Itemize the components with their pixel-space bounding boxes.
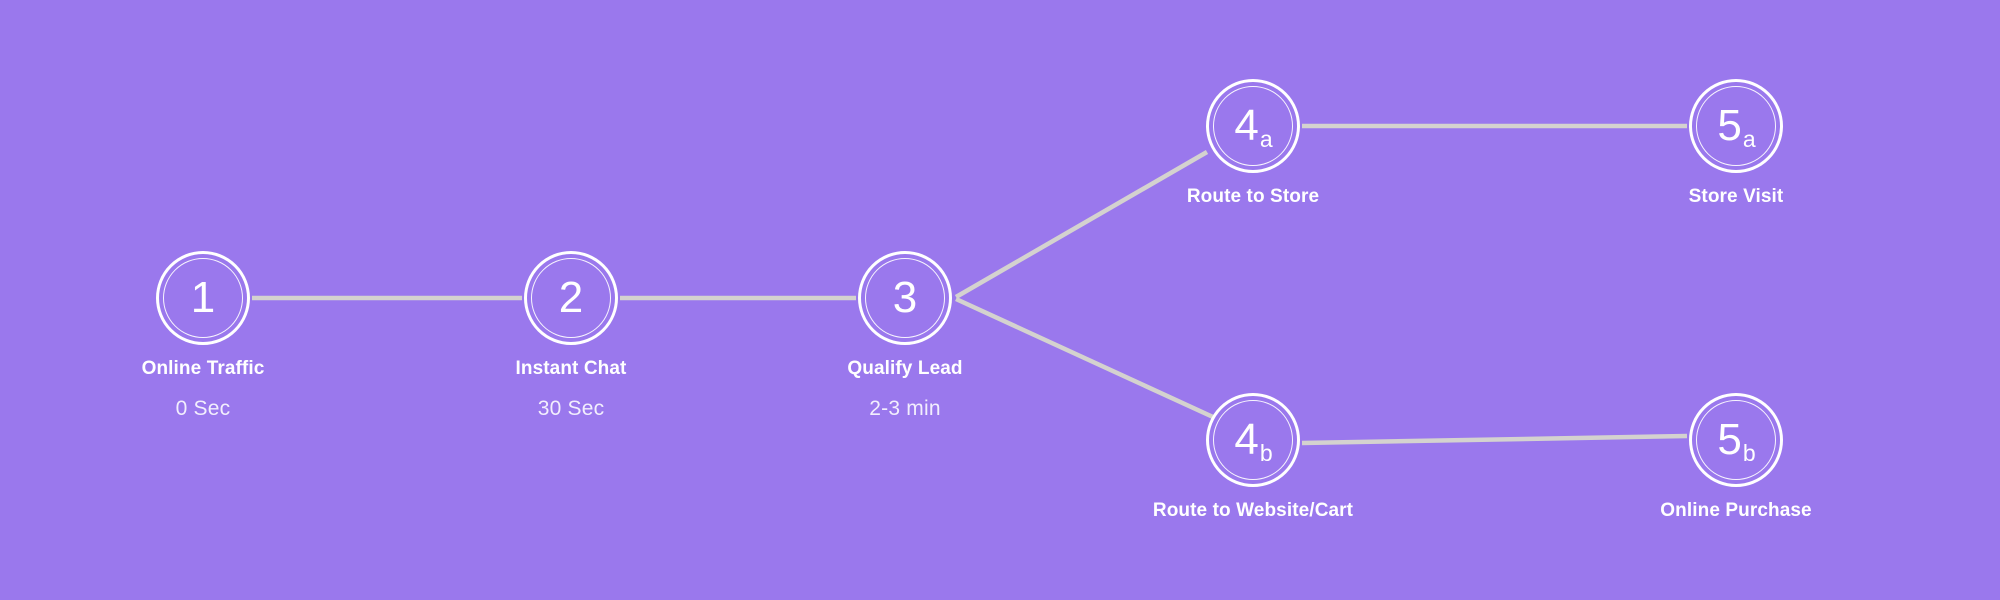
node-label-n2: Instant Chat [515, 358, 627, 379]
outer-ring [524, 251, 618, 345]
node-number-subscript: a [1259, 126, 1273, 152]
outer-ring [1689, 79, 1783, 173]
node-label-n4b: Route to Website/Cart [1152, 500, 1354, 521]
node-circle-n3 [858, 251, 952, 345]
node-number-subscript: a [1742, 126, 1756, 152]
node-number-value: 2 [558, 273, 584, 322]
node-number-n3: 3 [858, 251, 952, 345]
node-label-n5a: Store Visit [1688, 186, 1784, 207]
node-circle-n4b [1206, 393, 1300, 487]
node-number-value: 5 [1717, 101, 1742, 150]
node-label-n5b: Online Purchase [1660, 500, 1812, 521]
node-sublabel-n1: 0 Sec [175, 397, 231, 420]
node-number-value: 5 [1717, 415, 1742, 464]
outer-ring [1206, 79, 1300, 173]
node-label-n3: Qualify Lead [847, 358, 963, 379]
node-number-n2: 2 [524, 251, 618, 345]
outer-ring [1206, 393, 1300, 487]
inner-ring [531, 258, 611, 338]
inner-ring [1213, 400, 1293, 480]
inner-ring [1696, 86, 1776, 166]
node-sublabel-n2: 30 Sec [537, 397, 605, 420]
node-number-n1: 1 [156, 251, 250, 345]
outer-ring [858, 251, 952, 345]
inner-ring [163, 258, 243, 338]
node-circle-n1 [156, 251, 250, 345]
node-label-n4a: Route to Store [1186, 186, 1320, 207]
inner-ring [1696, 400, 1776, 480]
node-number-value: 1 [190, 273, 216, 322]
inner-ring [865, 258, 945, 338]
node-number-subscript: b [1742, 440, 1756, 466]
outer-ring [156, 251, 250, 345]
node-circle-n4a [1206, 79, 1300, 173]
node-label-n1: Online Traffic [141, 358, 265, 379]
node-number-subscript: b [1259, 440, 1273, 466]
node-number-value: 4 [1234, 415, 1259, 464]
connector-n4b-to-n5b [1301, 433, 1688, 446]
inner-ring [1213, 86, 1293, 166]
outer-ring [1689, 393, 1783, 487]
node-circle-n5a [1689, 79, 1783, 173]
node-circle-n5b [1689, 393, 1783, 487]
node-circle-n2 [524, 251, 618, 345]
connector-n3-to-n4a [954, 150, 1209, 299]
node-number-value: 3 [892, 273, 918, 322]
node-number-value: 4 [1234, 101, 1259, 150]
node-sublabel-n3: 2-3 min [869, 397, 941, 420]
